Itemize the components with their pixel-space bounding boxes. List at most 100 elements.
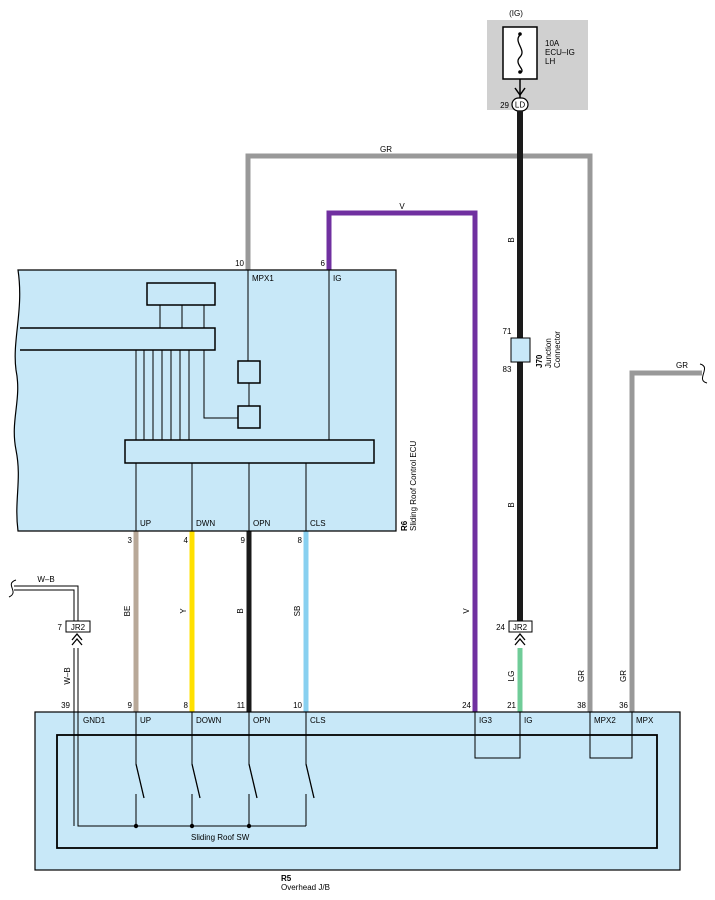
switch-down-contact [191,763,201,799]
ecu-opn-pin: 9 [241,536,246,545]
wire-v-top-label: V [399,202,405,211]
wire-wb-ground-inner [14,589,75,621]
wire-b-lower-label: B [507,502,516,507]
fuse-name-line2: LH [545,57,555,66]
jb-cls-label: CLS [310,716,326,725]
wire-gr-right-label: GR [676,361,688,370]
wire-y-label: Y [179,608,188,614]
jb-ground-line [77,712,306,827]
wire-gr-mpx-label: GR [619,670,628,682]
switch-down-node [189,823,195,829]
ecu-internal-block-mid-top [237,360,261,384]
junction-id: J70 [535,354,544,368]
switch-up-contact [135,763,145,799]
jb-up-label: UP [140,716,151,725]
wire-wb-top-label: W–B [37,575,54,584]
wire-b-upper-label: B [507,237,516,242]
ecu-dwn-label: DWN [196,519,215,528]
jr2-right-label: JR2 [513,623,528,632]
fuse-block: (IG) 10A ECU–IG LH LD 29 [487,9,588,112]
ecu-r6: R6 Sliding Roof Control ECU 10 MPX1 6 IG… [13,259,418,545]
wire-continuation-icon [699,363,708,384]
ecu-ig-label: IG [333,274,341,283]
fuse-supply-label: (IG) [509,9,523,18]
switch-opn-contact [248,763,258,799]
ecu-up-pin: 3 [128,536,133,545]
ecu-mpx1-pin: 10 [235,259,244,268]
ecu-ig-pin: 6 [321,259,326,268]
wire-v-ig [326,210,478,712]
jb-mpx-label: MPX [636,716,654,725]
ecu-id: R6 [400,520,409,531]
wire-gr-mpx-right [629,370,702,712]
wire-gr-top-label: GR [380,145,392,154]
junction-connector-j70: 71 83 J70 Junction Connector [503,327,562,374]
ecu-internal-link [203,350,238,419]
fuse-connector-label: LD [515,101,525,110]
wire-be-label: BE [123,606,132,617]
ecu-cls-label: CLS [310,519,326,528]
wire-continuation-icon [8,579,17,598]
wire-gr-mpx2-label: GR [577,670,586,682]
jb-opn-label: OPN [253,716,271,725]
jr2-right-connector: JR2 24 [496,620,533,646]
ecu-cls-pin: 8 [298,536,303,545]
fuse-terminal-dot [518,70,522,74]
jr2-left-pin: 7 [58,623,63,632]
switch-cls-contact [305,763,315,799]
jb-ig-pin: 21 [507,701,516,710]
jb-ig3-pin: 24 [462,701,471,710]
jr2-left-arrow-icon [71,632,83,646]
wire-lg-label: LG [507,671,516,682]
jb-ig-label: IG [524,716,532,725]
jr2-left-connector: JR2 7 [58,620,91,646]
fuse-pin: 29 [500,101,509,110]
ecu-internal-block-mid-bottom [237,405,261,429]
jb-gnd1-pin: 39 [61,701,70,710]
wire-v-vert-label: V [462,608,471,614]
ecu-body [13,269,397,532]
fuse-connector-arrow-icon [514,87,526,97]
wire-gr-mpx-loop [245,153,593,712]
jb-gnd1-label: GND1 [83,716,106,725]
wire-sb-label: SB [293,606,302,617]
junction-pin-bottom: 83 [503,365,512,374]
junction-name-line2: Connector [553,331,562,368]
jb-up-pin: 9 [128,701,133,710]
ecu-opn-label: OPN [253,519,271,528]
wire-wb-ground-outer [14,585,79,621]
jb-mpx-link [589,712,633,759]
jb-ig3-label: IG3 [479,716,492,725]
ecu-up-label: UP [140,519,151,528]
fuse-terminal-dot [518,32,522,36]
switch-label: Sliding Roof SW [191,833,250,842]
switch-opn-node [246,823,252,829]
ecu-internal-block-top [146,282,216,306]
fuse-element-icon [517,34,523,74]
jb-name: Overhead J/B [281,883,330,892]
ecu-dwn-pin: 4 [184,536,189,545]
junction-pin-top: 71 [503,327,512,336]
ecu-mpx1-label: MPX1 [252,274,274,283]
wire-b-opn-label: B [236,608,245,613]
fuse-name-line1: ECU–IG [545,48,575,57]
jb-opn-pin: 11 [237,701,246,710]
jb-inner-frame [56,734,658,849]
wire-wb-vert-label: W–B [63,667,72,684]
jr2-left-label: JR2 [71,623,86,632]
jb-ig-link [474,712,521,759]
jb-mpx2-pin: 38 [577,701,586,710]
jb-down-label: DOWN [196,716,222,725]
junction-name-line1: Junction [544,338,553,368]
jb-down-pin: 8 [184,701,189,710]
ecu-internal-block-bottom [124,439,375,464]
jb-mpx-pin: 36 [619,701,628,710]
switch-up-node [133,823,139,829]
jr2-left-body [65,620,91,633]
ecu-internal-bus-bar [20,327,216,351]
jb-mpx2-label: MPX2 [594,716,616,725]
jb-cls-pin: 10 [293,701,302,710]
jr2-right-body [508,620,533,633]
jr2-right-pin: 24 [496,623,505,632]
